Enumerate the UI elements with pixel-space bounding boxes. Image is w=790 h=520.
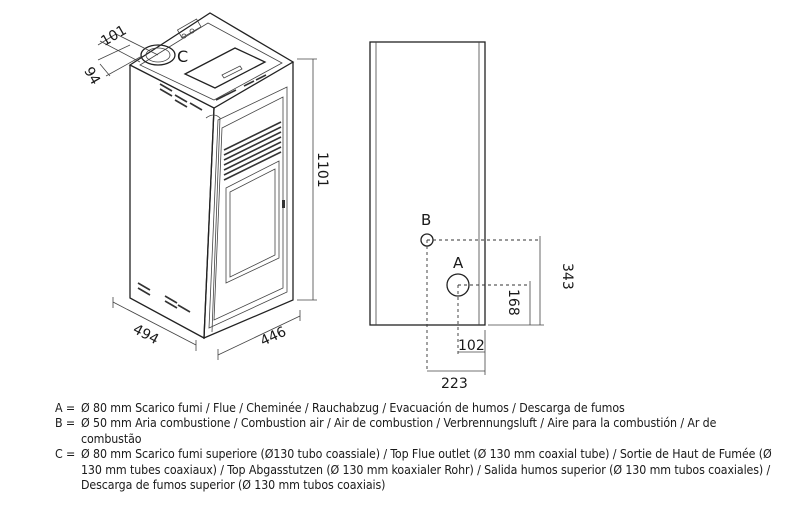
label-c: C <box>177 47 188 66</box>
legend-item-b: B = Ø 50 mm Aria combustione / Combustio… <box>55 416 775 447</box>
dim-102-label: 102 <box>458 338 485 354</box>
width-dimension <box>112 297 197 351</box>
door-glass <box>225 160 280 284</box>
stove-isometric-view: 101 94 C 1101 494 446 <box>80 12 330 360</box>
legend-text-b: Ø 50 mm Aria combustione / Combustion ai… <box>81 416 717 446</box>
height-dimension <box>297 58 317 301</box>
dim-494-label: 494 <box>130 321 161 348</box>
legend-text-a: Ø 80 mm Scarico fumi / Flue / Cheminée /… <box>81 401 625 415</box>
legend-key-a: A = <box>55 401 79 415</box>
legend-item-c: C = Ø 80 mm Scarico fumi superiore (Ø130… <box>55 447 775 493</box>
top-vent-grille <box>215 74 267 101</box>
legend-key-c: C = <box>55 447 79 462</box>
legend-text-c: Ø 80 mm Scarico fumi superiore (Ø130 tub… <box>81 447 772 493</box>
dim-1101-label: 1101 <box>314 152 330 188</box>
flue-outlet-a <box>446 273 470 297</box>
dim-446-label: 446 <box>258 324 289 350</box>
top-flue-outlet-c <box>140 44 176 66</box>
upper-side-vents <box>159 83 203 111</box>
label-a: A <box>453 254 464 272</box>
legend: A = Ø 80 mm Scarico fumi / Flue / Chemin… <box>55 401 775 493</box>
pellet-hatch <box>183 47 267 89</box>
dim-101-label: 101 <box>98 22 129 49</box>
label-b: B <box>421 211 431 229</box>
legend-key-b: B = <box>55 416 79 431</box>
dim-223-label: 223 <box>441 376 468 392</box>
front-grille <box>223 121 282 181</box>
lower-side-vents <box>137 282 191 313</box>
dim-168-label: 168 <box>505 289 521 316</box>
flue-offset-dimension <box>97 33 159 77</box>
dim-343-label: 343 <box>559 263 575 290</box>
technical-drawing: 101 94 C 1101 494 446 B <box>80 12 575 392</box>
stove-side-view: B A 343 168 102 223 <box>369 41 575 392</box>
legend-item-a: A = Ø 80 mm Scarico fumi / Flue / Chemin… <box>55 401 775 416</box>
door-handle <box>282 200 285 208</box>
dim-94-label: 94 <box>80 64 103 88</box>
depth-dimension <box>217 310 301 360</box>
